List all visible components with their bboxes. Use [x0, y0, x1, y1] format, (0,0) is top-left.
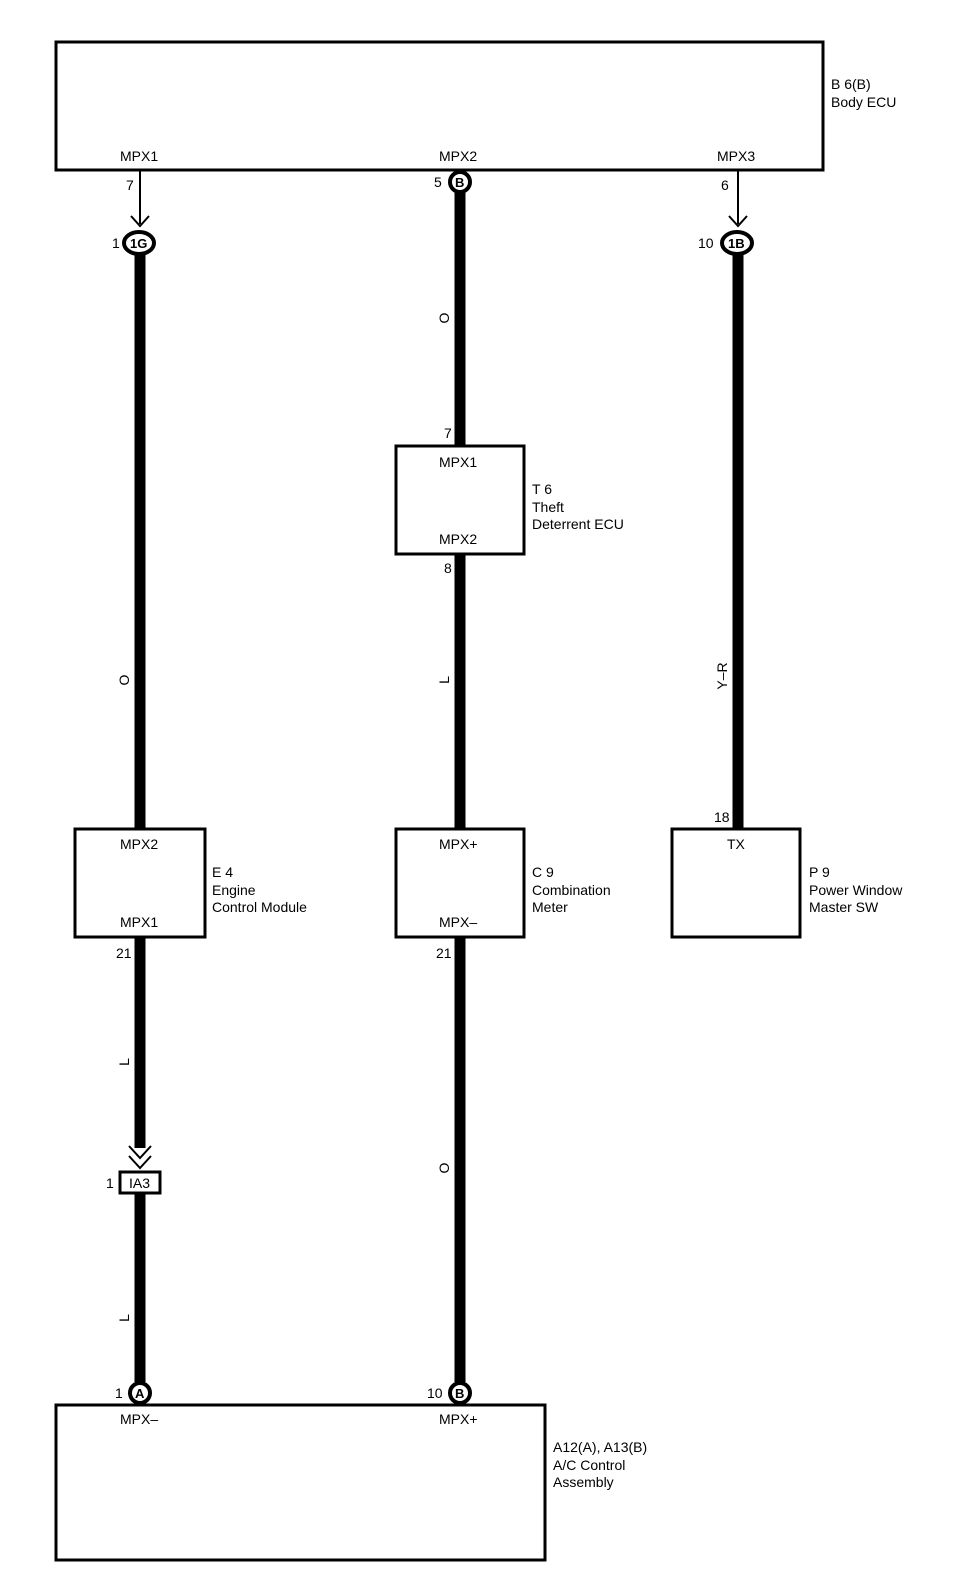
- body-connector-b-label: B: [455, 175, 464, 190]
- engine-module-name-2: Control Module: [212, 899, 307, 915]
- theft-ecu-box: [394, 444, 526, 556]
- connector-b-icon: [448, 1381, 472, 1405]
- body-ecu-pin-mpx1: MPX1: [120, 148, 158, 164]
- body-ecu-pin-mpx2: MPX2: [439, 148, 477, 164]
- wire-color-middle-lower: O: [436, 1162, 452, 1173]
- arrow-down-icon: [130, 215, 150, 228]
- body-ecu-code: B 6(B): [831, 76, 871, 92]
- pw-pin-number-18: 18: [714, 809, 730, 825]
- ac-control-box: [54, 1403, 547, 1562]
- ac-pin-number-1: 1: [115, 1385, 123, 1401]
- engine-module-box: [73, 827, 207, 939]
- chevron-down-icon: [128, 1145, 152, 1160]
- theft-ecu-code: T 6: [532, 481, 552, 497]
- engine-pin-number-21: 21: [116, 945, 132, 961]
- connector-ia3-label: IA3: [129, 1175, 150, 1191]
- engine-module-code: E 4: [212, 864, 233, 880]
- power-window-master-switch: TX P 9 Power Window Master SW: [670, 827, 903, 939]
- j1g-pin-number: 1: [112, 235, 120, 251]
- connector-1g-label: 1G: [130, 236, 147, 251]
- connector-ia3-icon: [118, 1170, 162, 1195]
- wire-color-left-lower: L: [116, 1314, 132, 1322]
- right-wire-branch: 1B 10 Y–R 18: [698, 170, 754, 828]
- ac-control-assembly: MPX– MPX+ A12(A), A13(B) A/C Control Ass…: [54, 1403, 647, 1562]
- power-window-pin-top: TX: [727, 836, 746, 852]
- meter-name-2: Meter: [532, 899, 568, 915]
- power-window-code: P 9: [809, 864, 830, 880]
- meter-pin-number-21: 21: [436, 945, 452, 961]
- body-ecu: B 6(B) Body ECU MPX1 MPX2 MPX3 7 5 6: [54, 40, 896, 193]
- ac-pin-number-10: 10: [427, 1385, 443, 1401]
- ac-control-name-2: Assembly: [553, 1474, 614, 1490]
- ac-control-code: A12(A), A13(B): [553, 1439, 647, 1455]
- engine-module-pin-top: MPX2: [120, 836, 158, 852]
- meter-name-1: Combination: [532, 882, 611, 898]
- ac-control-pin-right: MPX+: [439, 1411, 478, 1427]
- middle-wire-branch: B O 7 8 L 20 21 O B 10: [427, 170, 472, 1405]
- meter-pin-top: MPX+: [439, 836, 478, 852]
- connector-b-label: B: [455, 1386, 464, 1401]
- body-pin-number-6: 6: [721, 177, 729, 193]
- meter-pin-bottom: MPX–: [439, 914, 477, 930]
- wire-color-right: Y–R: [714, 662, 730, 689]
- theft-ecu-pin-top: MPX1: [439, 454, 477, 470]
- j1b-pin-number: 10: [698, 235, 714, 251]
- engine-module-pin-bottom: MPX1: [120, 914, 158, 930]
- ac-control-pin-left: MPX–: [120, 1411, 158, 1427]
- left-wire-branch: 1G 1 O 20 21 L IA3 1 L A 1: [106, 170, 162, 1405]
- power-window-name-2: Master SW: [809, 899, 879, 915]
- wire-color-left-upper: O: [116, 674, 132, 685]
- engine-control-module: MPX2 MPX1 E 4 Engine Control Module: [73, 827, 307, 939]
- power-window-box: [670, 827, 802, 939]
- theft-pin-number-8: 8: [444, 560, 452, 576]
- theft-ecu-name-1: Theft: [532, 499, 564, 515]
- connector-1b-label: 1B: [728, 236, 745, 251]
- body-ecu-name: Body ECU: [831, 94, 896, 110]
- ac-control-name-1: A/C Control: [553, 1457, 625, 1473]
- theft-ecu-name-2: Deterrent ECU: [532, 516, 624, 532]
- chevron-down-icon: [128, 1155, 152, 1170]
- body-pin-number-5: 5: [434, 174, 442, 190]
- power-window-name-1: Power Window: [809, 882, 903, 898]
- meter-code: C 9: [532, 864, 554, 880]
- arrow-down-icon: [728, 215, 748, 228]
- wire-color-middle-upper: O: [436, 312, 452, 323]
- ia3-pin-number: 1: [106, 1175, 114, 1191]
- wire-color-middle-mid: L: [436, 676, 452, 684]
- engine-module-name-1: Engine: [212, 882, 256, 898]
- wire-color-left-middle: L: [116, 1058, 132, 1066]
- connector-a-label: A: [135, 1386, 145, 1401]
- body-ecu-box: [54, 40, 825, 172]
- theft-deterrent-ecu: MPX1 MPX2 T 6 Theft Deterrent ECU: [394, 444, 624, 556]
- combination-meter: MPX+ MPX– C 9 Combination Meter: [394, 827, 611, 939]
- body-ecu-pin-mpx3: MPX3: [717, 148, 755, 164]
- connector-a-icon: [128, 1381, 152, 1405]
- theft-ecu-pin-bottom: MPX2: [439, 531, 477, 547]
- body-pin-number-7: 7: [126, 177, 134, 193]
- meter-box: [394, 827, 526, 939]
- theft-pin-number-7: 7: [444, 425, 452, 441]
